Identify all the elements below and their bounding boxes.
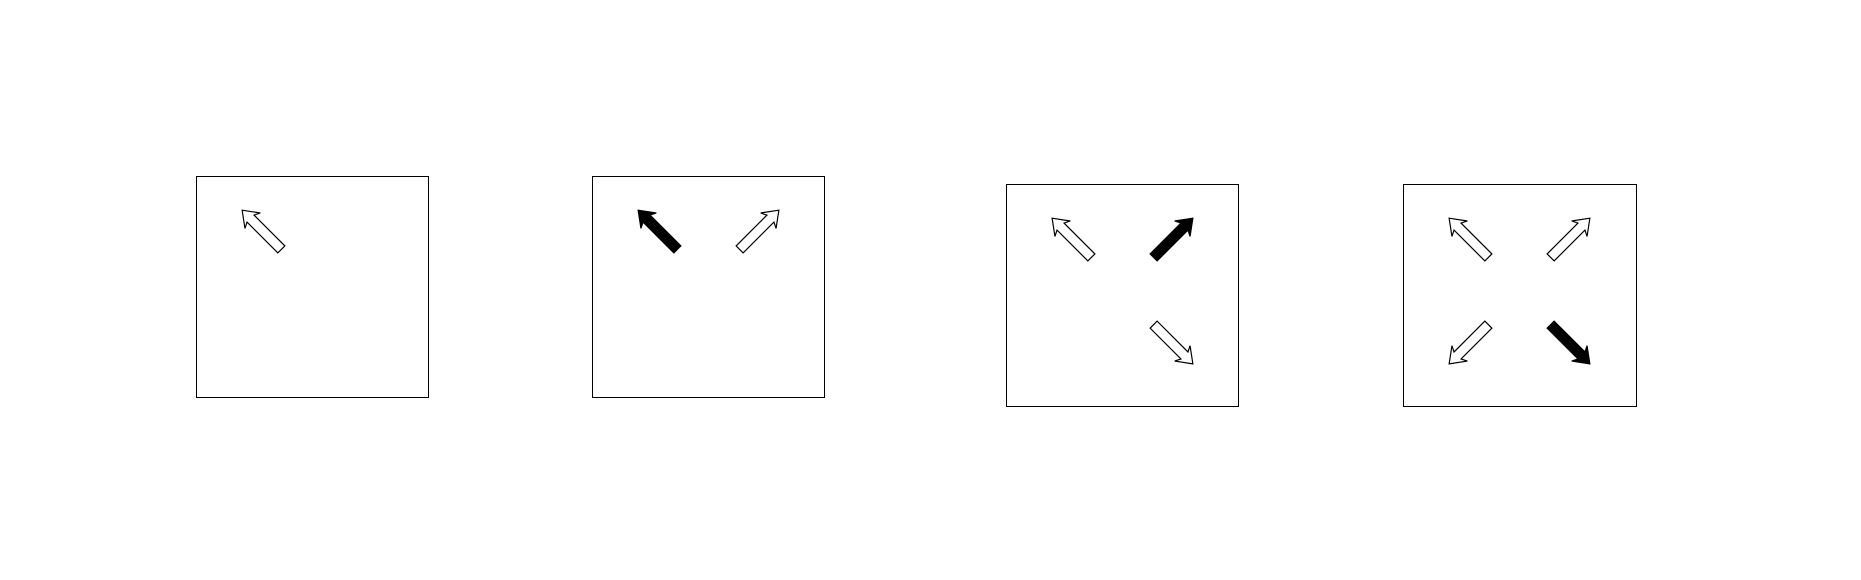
- up-right-arrow-icon: [735, 209, 780, 254]
- panel-1-arrows: [241, 209, 286, 254]
- up-left-arrow-icon: [637, 209, 682, 254]
- up-left-arrow-icon: [1051, 217, 1096, 262]
- panel-3-arrows: [1051, 217, 1194, 365]
- panel-1: [196, 176, 429, 398]
- panel-3: [1006, 184, 1239, 407]
- panel-4: [1403, 184, 1637, 407]
- down-right-arrow-icon: [1149, 320, 1194, 365]
- panel-2-arrows: [637, 209, 780, 254]
- up-right-arrow-icon: [1149, 217, 1194, 262]
- up-right-arrow-icon: [1546, 217, 1591, 262]
- panel-4-arrows: [1448, 217, 1591, 365]
- down-left-arrow-icon: [1448, 320, 1493, 365]
- up-left-arrow-icon: [1448, 217, 1493, 262]
- panel-2: [592, 176, 825, 398]
- down-right-arrow-icon: [1546, 320, 1591, 365]
- up-left-arrow-icon: [241, 209, 286, 254]
